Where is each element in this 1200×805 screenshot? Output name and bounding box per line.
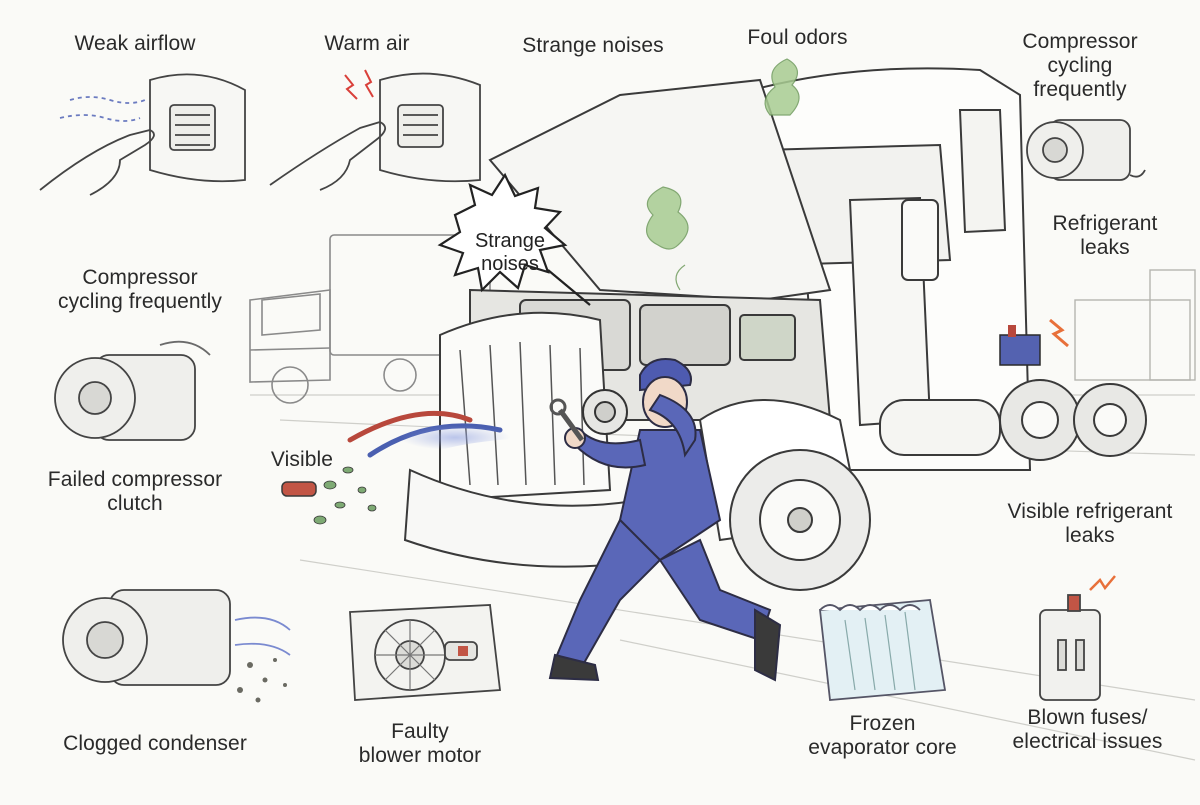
refrigerant-hoses-icon: [281, 410, 524, 497]
label-refrigerant-leaks: Refrigerant leaks: [1052, 212, 1158, 259]
label-compressor-cycling-left: Compressor cycling frequently: [57, 266, 223, 313]
label-visible: Visible: [270, 448, 334, 471]
fuse-icon: [1039, 575, 1116, 701]
label-foul-odors: Foul odors: [747, 26, 848, 49]
odor-cloud-icon: [646, 58, 800, 291]
label-visible-refrigerant-leaks: Visible refrigerant leaks: [1007, 500, 1173, 547]
debris-particles: [237, 658, 287, 703]
background-trailer-icon: [1074, 269, 1196, 381]
mechanic-icon: [548, 358, 782, 682]
label-frozen-evaporator-core: Frozen evaporator core: [808, 712, 957, 759]
label-warm-air: Warm air: [324, 32, 410, 55]
hand-vent-warm-icon: [269, 69, 481, 191]
compressor-icon: [1026, 119, 1146, 181]
engine-compressor-icon: [582, 389, 628, 435]
compressor-cycling-icon: [54, 340, 211, 441]
spark-icon: [999, 318, 1069, 366]
label-blown-fuses: Blown fuses/ electrical issues: [1012, 706, 1163, 753]
starburst-icon: [437, 172, 591, 306]
label-strange-noises-top: Strange noises: [522, 34, 664, 57]
label-failed-compressor-clutch: Failed compressor clutch: [47, 468, 223, 515]
label-weak-airflow: Weak airflow: [74, 32, 196, 55]
label-faulty-blower-motor: Faulty blower motor: [358, 720, 482, 767]
blower-motor-icon: [349, 604, 502, 701]
hand-vent-icon: [39, 73, 246, 196]
label-clogged-condenser: Clogged condenser: [63, 732, 247, 755]
label-strange-noises-burst: Strange noises: [474, 230, 546, 275]
clogged-condenser-icon: [62, 589, 291, 686]
leak-drops: [313, 466, 377, 525]
evaporator-icon: [819, 599, 947, 701]
label-compressor-cycling-top: Compressor cycling frequently: [1022, 30, 1138, 101]
semi-truck-icon: [403, 67, 1147, 591]
